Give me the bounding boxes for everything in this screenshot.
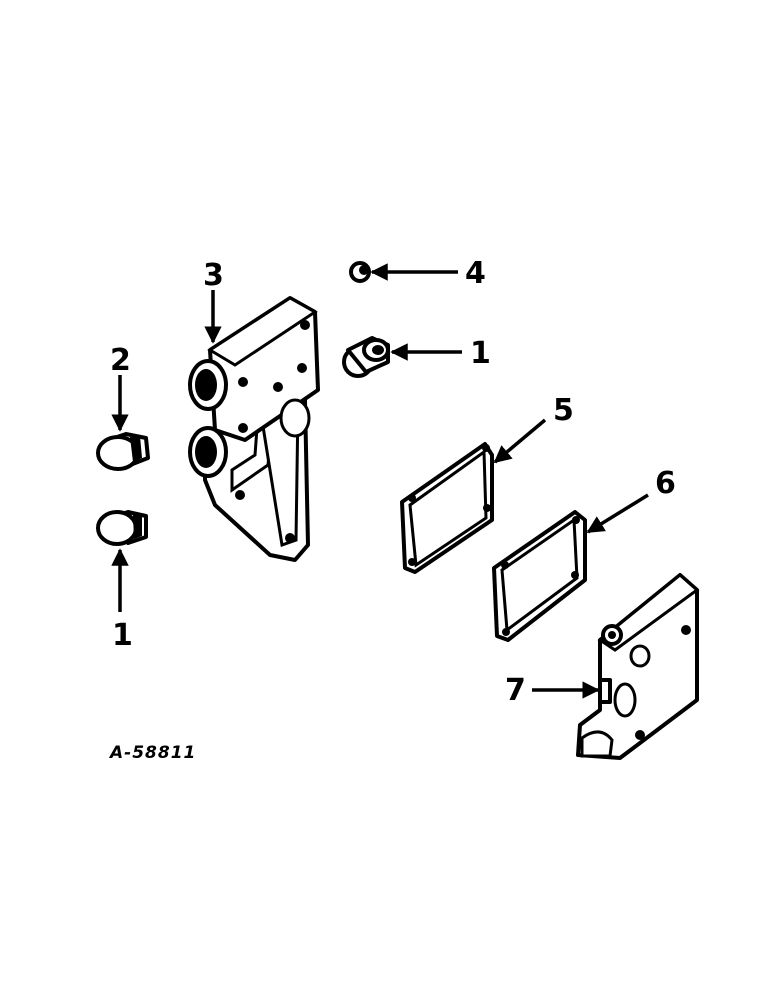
callout-6: 6 — [655, 466, 676, 501]
leader-6 — [586, 493, 649, 534]
plug-part-1-left — [96, 510, 148, 546]
callout-2: 2 — [110, 343, 131, 378]
callout-3: 3 — [203, 258, 224, 293]
callout-5: 5 — [553, 393, 574, 428]
callout-1-right: 1 — [470, 336, 491, 371]
figure-id-label: A-58811 — [108, 743, 196, 763]
valve-body-part — [188, 296, 320, 562]
small-plug-part-4 — [349, 261, 371, 283]
leader-5 — [493, 418, 547, 464]
fitting-part-1-right — [342, 336, 390, 378]
pin-part-7 — [598, 678, 612, 704]
cover-housing-part — [576, 573, 700, 760]
callout-1-left: 1 — [112, 618, 133, 653]
gasket-part-5 — [400, 442, 494, 574]
plug-part-2 — [96, 432, 150, 471]
callout-4: 4 — [465, 256, 486, 291]
cover-plate-part-6 — [492, 510, 587, 642]
callout-7: 7 — [505, 673, 526, 708]
